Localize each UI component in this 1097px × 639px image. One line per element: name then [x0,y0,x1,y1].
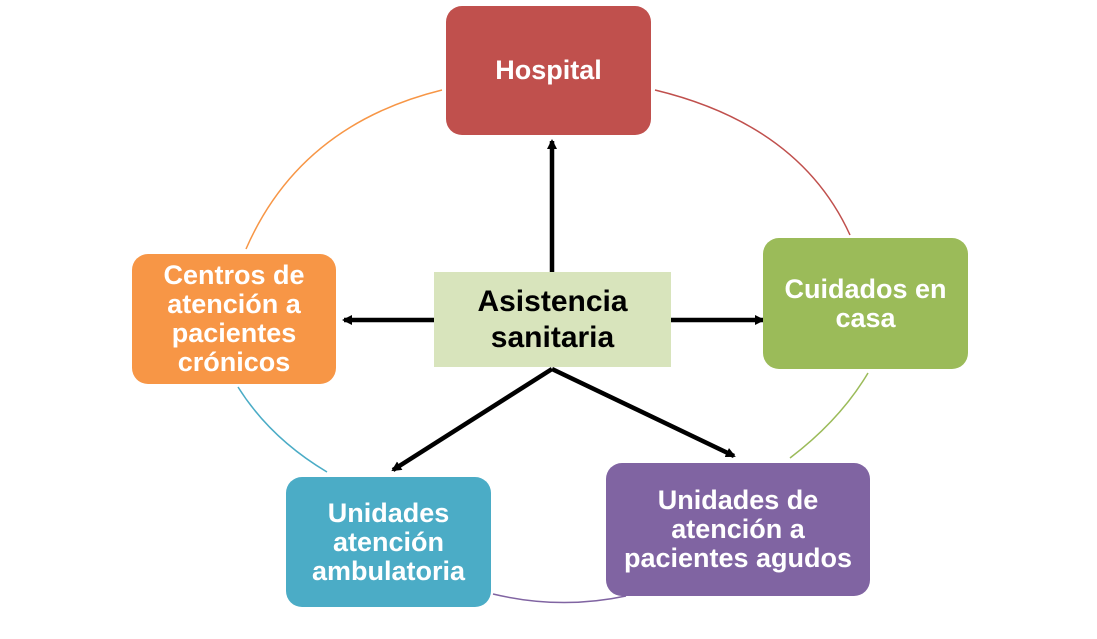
arrow-to-ambulatoria [391,367,554,472]
cycle-arc-agudos-ambulatoria [492,593,627,604]
cycle-arc-cuidados-agudos [789,372,869,459]
node-unidades-atencion-ambulatoria: Unidades atención ambulatoria [286,477,491,607]
node-hospital-label: Hospital [495,55,602,85]
node-hospital: Hospital [446,6,651,135]
node-agudos-label: Unidades de atención a pacientes agudos [623,485,853,573]
node-ambulatoria-label: Unidades atención ambulatoria [311,497,466,586]
node-centros-pacientes-cronicos: Centros de atención a pacientes crónicos [132,254,336,384]
center-node-label: Asistencia sanitaria [477,284,628,354]
center-node-asistencia-sanitaria: Asistencia sanitaria [434,272,671,367]
node-cuidados-label: Cuidados en casa [784,273,947,333]
node-cuidados-en-casa: Cuidados en casa [763,238,968,369]
node-unidades-pacientes-agudos: Unidades de atención a pacientes agudos [606,463,870,596]
cycle-arc-hospital-cuidados [654,89,851,236]
cycle-arc-ambulatoria-cronicos [237,386,328,473]
cycle-arc-cronicos-hospital [245,89,443,250]
arrow-to-agudos [551,366,736,459]
node-cronicos-label: Centros de atención a pacientes crónicos [163,260,305,377]
